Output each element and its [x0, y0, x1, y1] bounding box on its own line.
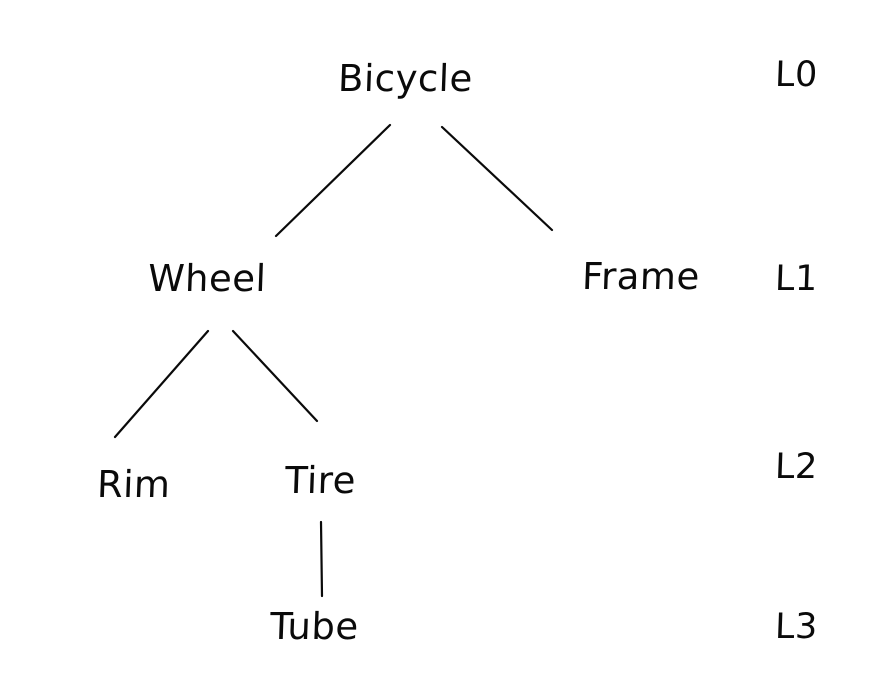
tree-node-wheel[interactable]: Wheel	[147, 257, 268, 300]
tree-edge-bicycle-to-frame	[440, 125, 554, 232]
tree-edge-tire-to-tube	[319, 520, 324, 598]
level-label-l0: L0	[774, 55, 819, 95]
tree-edge-bicycle-to-wheel	[274, 123, 392, 238]
level-label-l2: L2	[774, 447, 819, 487]
tree-node-tire[interactable]: Tire	[284, 459, 357, 502]
tree-edge-wheel-to-tire	[231, 329, 319, 423]
tree-node-bicycle[interactable]: Bicycle	[337, 57, 474, 100]
level-label-l3: L3	[774, 607, 819, 647]
tree-node-frame[interactable]: Frame	[581, 255, 701, 298]
tree-node-tube[interactable]: Tube	[269, 605, 360, 648]
tree-edge-wheel-to-rim	[113, 329, 210, 439]
level-label-l1: L1	[774, 259, 819, 299]
tree-node-rim[interactable]: Rim	[96, 463, 172, 506]
